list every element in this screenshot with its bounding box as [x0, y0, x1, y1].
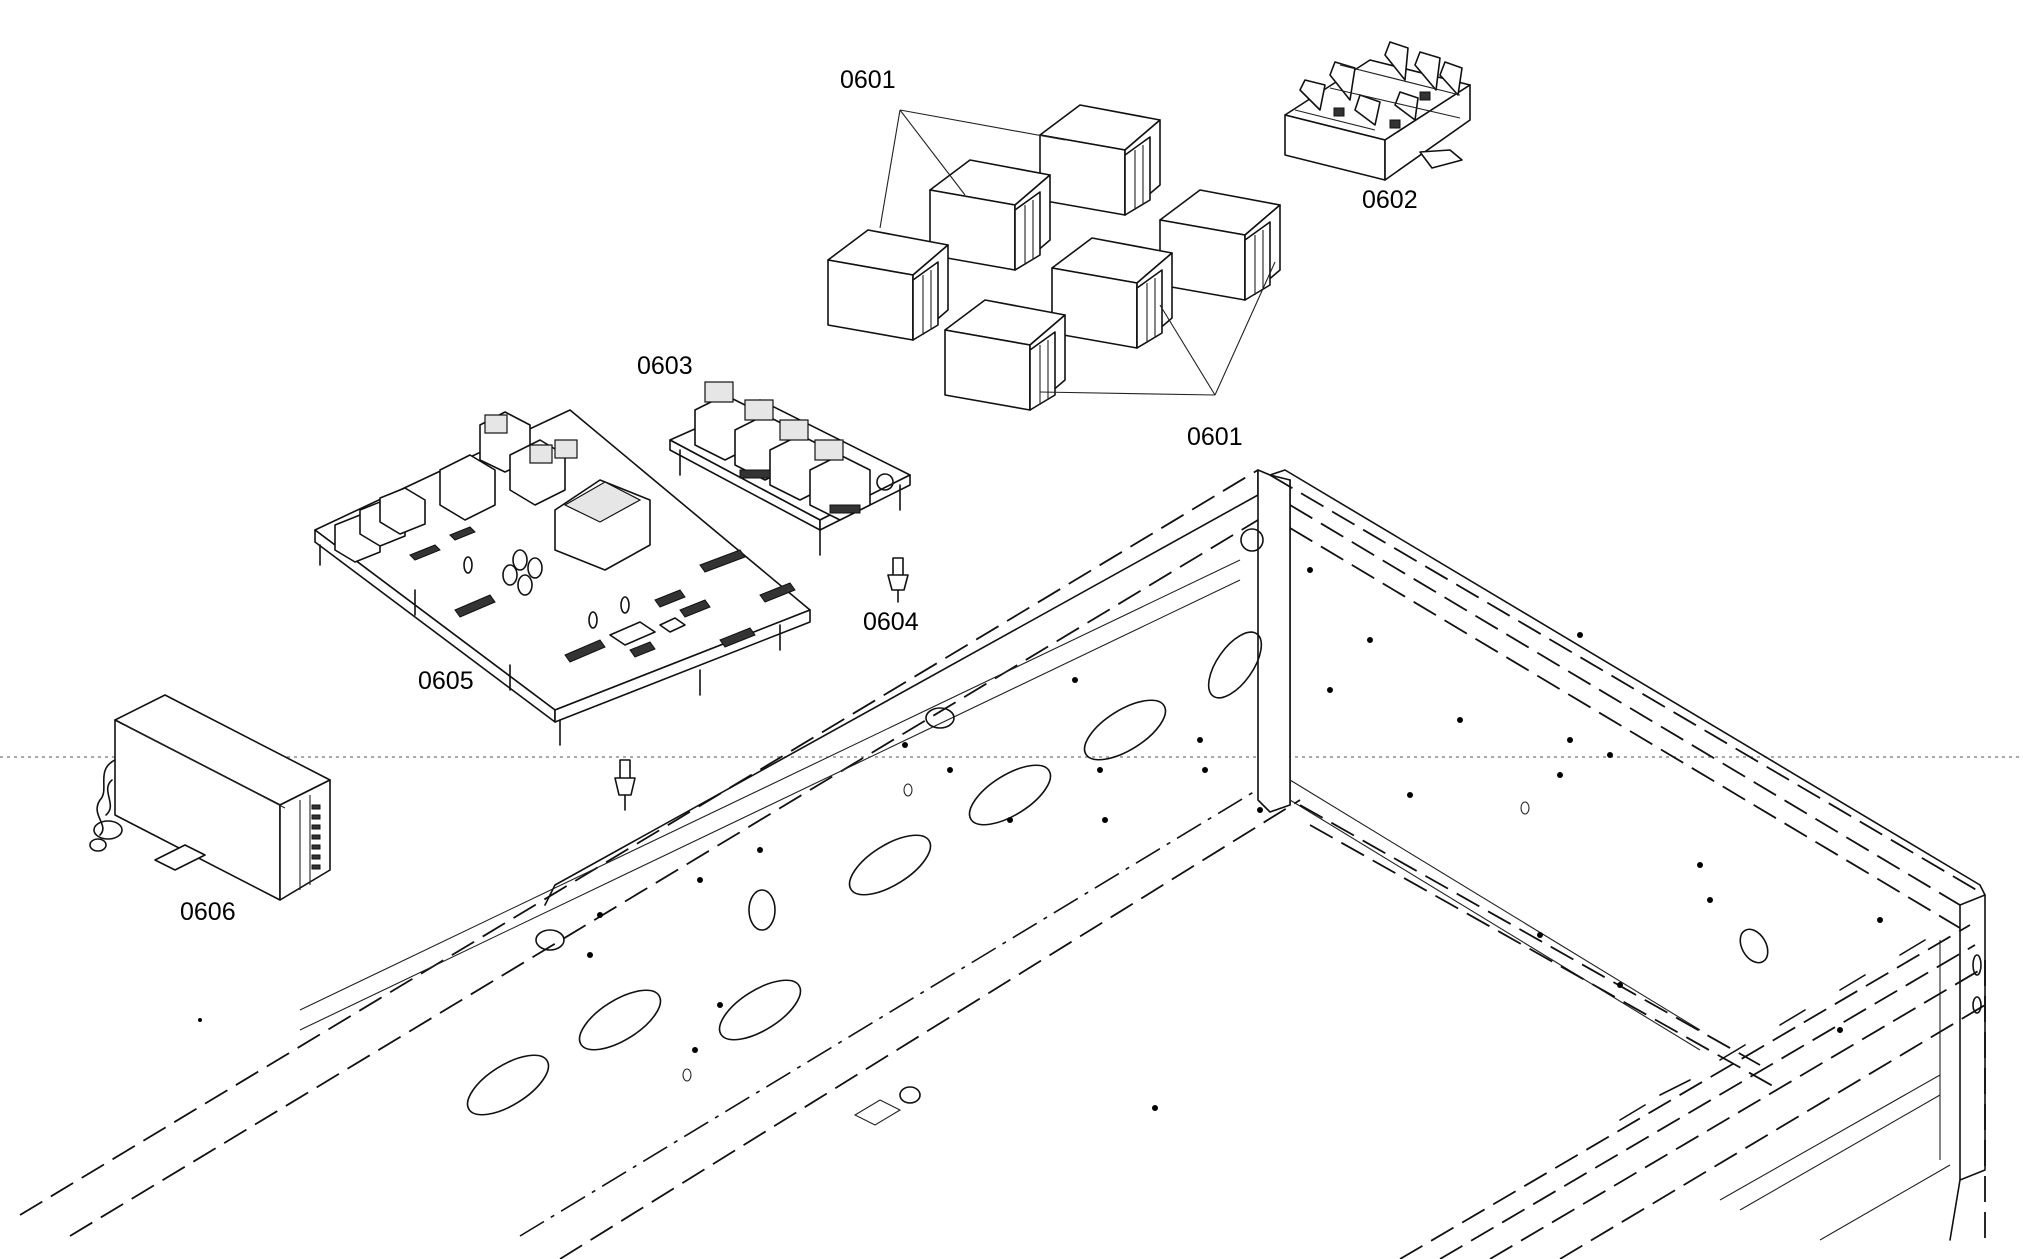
relay-box — [1159, 189, 1281, 301]
label-0601-bottom: 0601 — [1187, 423, 1243, 451]
relay-box — [1039, 104, 1161, 216]
label-0601-top: 0601 — [840, 66, 896, 94]
relay-box — [929, 159, 1051, 271]
label-0604: 0604 — [863, 608, 919, 636]
label-0606: 0606 — [180, 898, 236, 926]
label-0603: 0603 — [637, 352, 693, 380]
part-0604-standoff — [887, 557, 909, 603]
part-0606-filter — [89, 694, 331, 901]
part-0602-terminal-block — [1284, 41, 1471, 181]
chassis-frame — [19, 469, 1986, 1259]
part-0601-relays — [827, 104, 1281, 411]
label-0605: 0605 — [418, 667, 474, 695]
part-0603-relay-board — [669, 381, 911, 556]
leader-lines-0601 — [879, 109, 1276, 396]
relay-box — [827, 229, 949, 341]
part-labels: 0601 0601 0602 0603 0604 0605 0606 — [180, 66, 1418, 926]
label-0602: 0602 — [1362, 186, 1418, 214]
relay-box — [1051, 237, 1173, 349]
part-0605-control-board — [314, 409, 811, 811]
relay-box — [944, 299, 1066, 411]
